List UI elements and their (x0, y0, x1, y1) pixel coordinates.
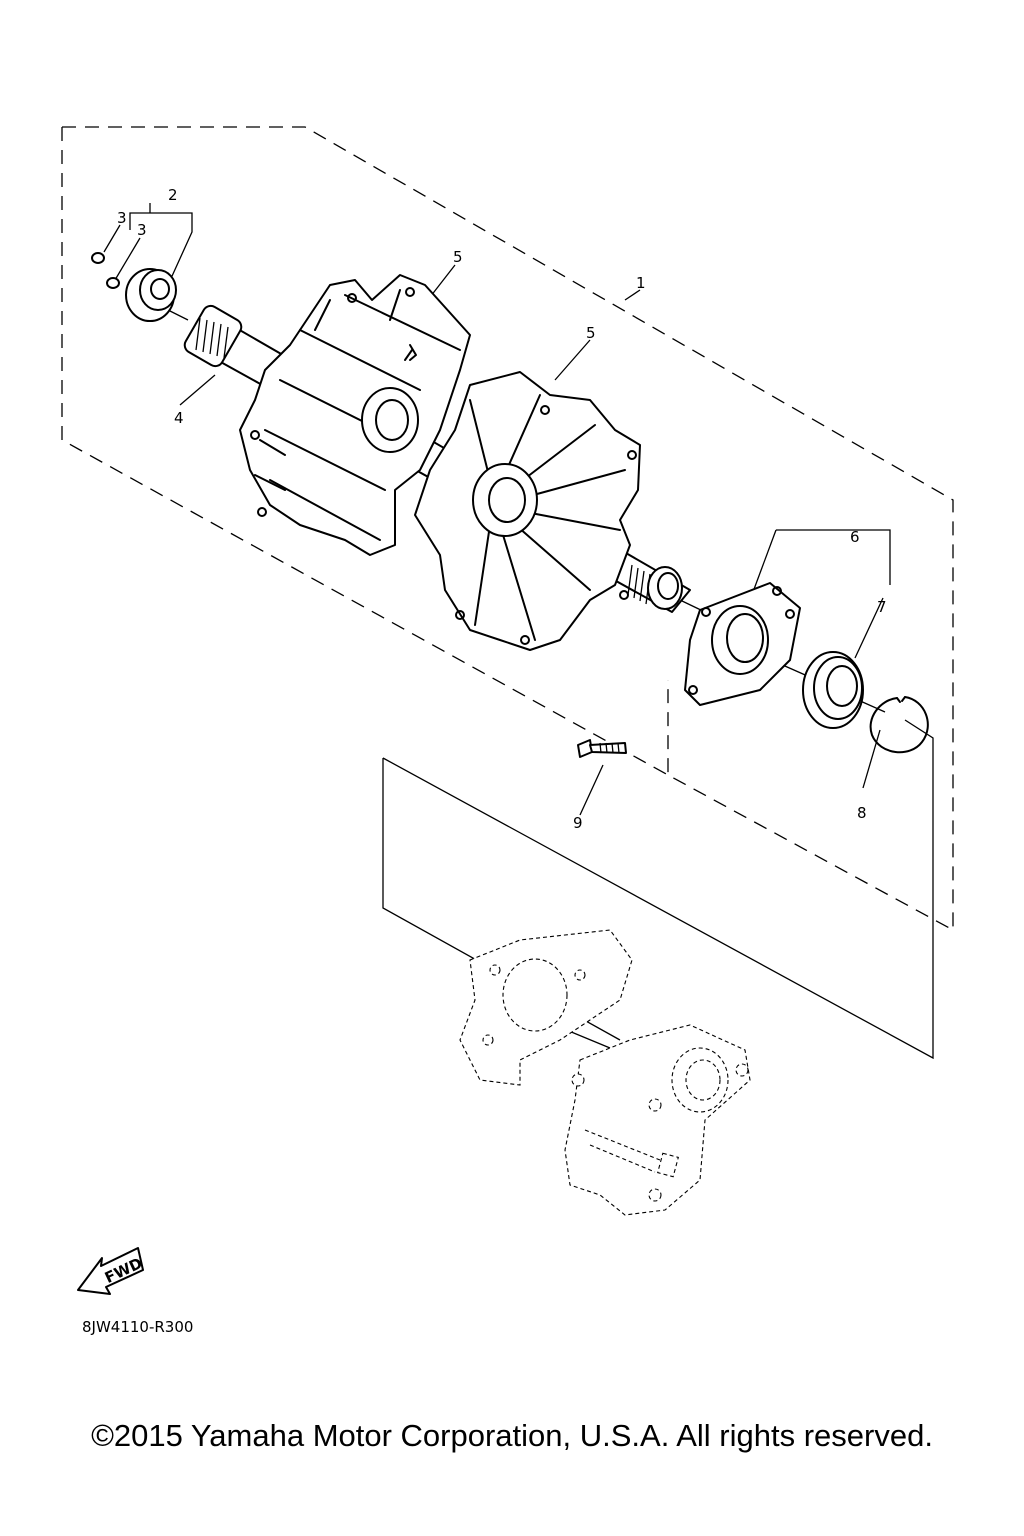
callout-5-b: 5 (586, 324, 596, 342)
part-3-cap-b (106, 277, 120, 289)
diagram-code: 8JW4110-R300 (82, 1318, 194, 1336)
callout-5-a: 5 (453, 248, 463, 266)
part-5-sprocket-right (414, 371, 641, 651)
part-6-bearing-housing (684, 582, 801, 706)
reference-brake-caliper (564, 1024, 751, 1216)
callout-2: 2 (168, 186, 178, 204)
callout-9: 9 (573, 814, 583, 832)
reference-brake-plate (459, 929, 633, 1086)
part-9-bolt (577, 739, 627, 758)
part-2-bearing (125, 268, 177, 322)
callout-8: 8 (857, 804, 867, 822)
fwd-arrow-icon: FWD (77, 1247, 145, 1295)
part-7-bearing (802, 651, 864, 729)
part-5-sprocket-left (239, 274, 471, 556)
part-3-cap-a (91, 252, 105, 264)
copyright-notice: ©2015 Yamaha Motor Corporation, U.S.A. A… (91, 1418, 933, 1453)
callout-7: 7 (877, 598, 887, 616)
callout-6: 6 (850, 528, 860, 546)
callout-3-b: 3 (137, 221, 147, 239)
callout-4: 4 (174, 409, 184, 427)
callout-3-a: 3 (117, 209, 127, 227)
assembly-boundary (61, 126, 954, 932)
part-8-circlip (869, 696, 929, 754)
callout-1: 1 (636, 274, 646, 292)
